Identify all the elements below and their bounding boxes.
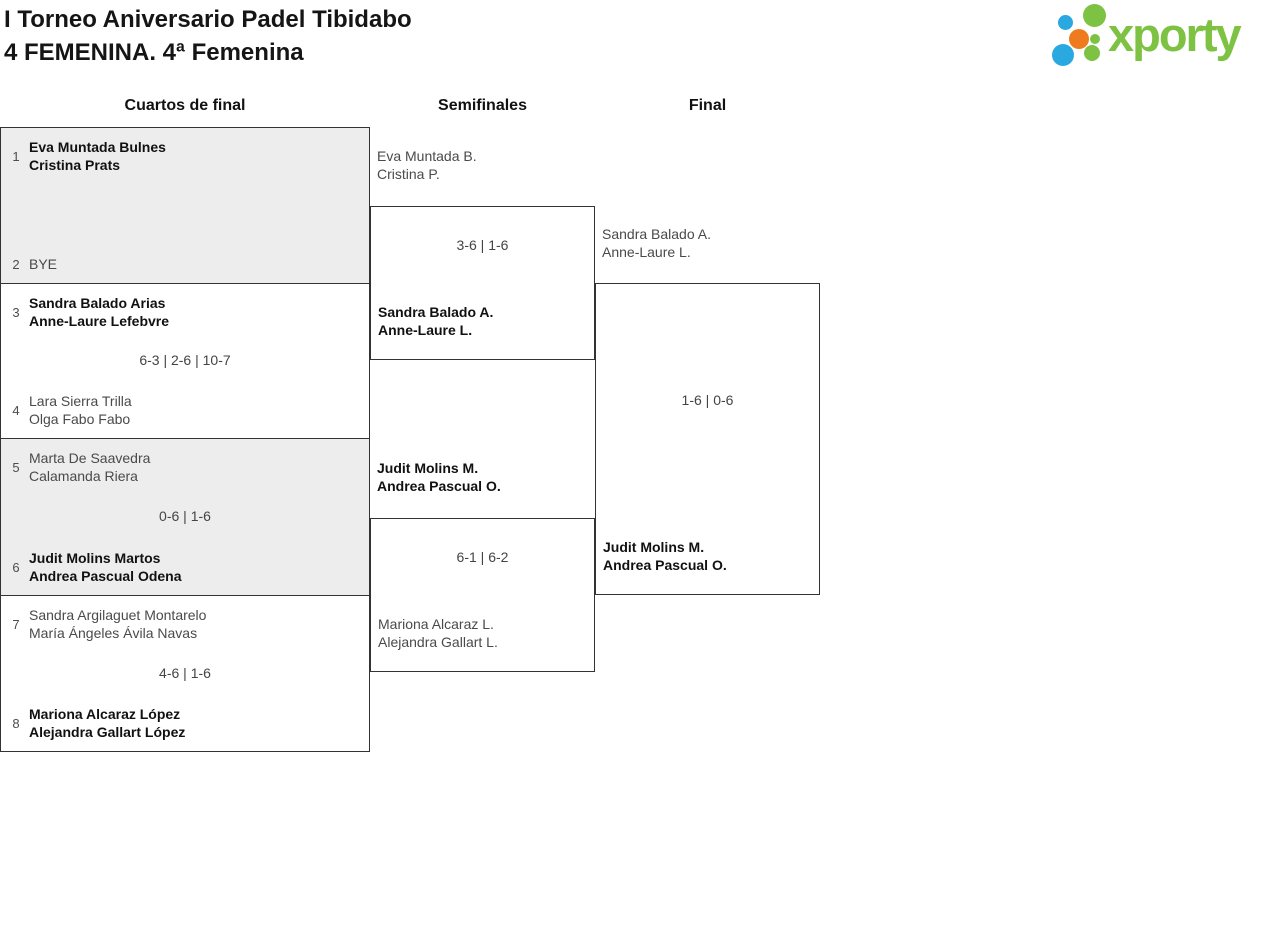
seed-number: 8 bbox=[12, 715, 20, 731]
team-names: Sandra Balado Arias Anne-Laure Lefebvre bbox=[29, 294, 169, 330]
team: 2 BYE bbox=[9, 255, 361, 273]
player-name: Eva Muntada B. bbox=[377, 148, 477, 164]
match-score: 6-3 | 2-6 | 10-7 bbox=[139, 352, 231, 368]
team-names: Eva Muntada Bulnes Cristina Prats bbox=[29, 138, 166, 174]
match-score: 1-6 | 0-6 bbox=[681, 392, 734, 408]
player-name: Judit Molins M. bbox=[377, 460, 479, 476]
match-score: 6-1 | 6-2 bbox=[456, 549, 509, 565]
team: 4 Lara Sierra Trilla Olga Fabo Fabo bbox=[9, 392, 361, 428]
sf2-team1-names: Judit Molins M. Andrea Pascual O. bbox=[377, 459, 587, 495]
player-name: Anne-Laure L. bbox=[602, 244, 691, 260]
round-header-semifinals: Semifinales bbox=[438, 97, 527, 114]
player-name: Mariona Alcaraz L. bbox=[378, 616, 494, 632]
sf2-team2-names: Mariona Alcaraz L. Alejandra Gallart L. bbox=[378, 615, 590, 651]
team: 6 Judit Molins Martos Andrea Pascual Ode… bbox=[9, 549, 361, 585]
round-header-quarterfinals: Cuartos de final bbox=[124, 97, 246, 114]
team: 7 Sandra Argilaguet Montarelo María Ánge… bbox=[9, 606, 361, 642]
seed-number: 3 bbox=[12, 304, 20, 320]
player-name: María Ángeles Ávila Navas bbox=[29, 625, 198, 641]
player-name: Alejandra Gallart L. bbox=[378, 634, 498, 650]
seed-number: 6 bbox=[12, 559, 20, 575]
category-name: 4 FEMENINA. 4ª Femenina bbox=[4, 39, 304, 66]
player-name: Lara Sierra Trilla bbox=[29, 393, 132, 409]
sf-match-2: 6-1 | 6-2 Mariona Alcaraz L. Alejandra G… bbox=[370, 518, 595, 672]
qf-match-4: 7 Sandra Argilaguet Montarelo María Ánge… bbox=[1, 595, 369, 751]
logo-dot-green-small bbox=[1084, 45, 1100, 61]
quarterfinals-column: 1 Eva Muntada Bulnes Cristina Prats 2 BY… bbox=[0, 127, 370, 752]
team: 8 Mariona Alcaraz López Alejandra Gallar… bbox=[9, 705, 361, 741]
team: 5 Marta De Saavedra Calamanda Riera bbox=[9, 449, 361, 485]
player-name: Mariona Alcaraz López bbox=[29, 706, 181, 722]
player-name: Anne-Laure Lefebvre bbox=[29, 313, 170, 329]
seed-number: 2 bbox=[12, 256, 20, 272]
team-names: Marta De Saavedra Calamanda Riera bbox=[29, 449, 150, 485]
player-name: Eva Muntada Bulnes bbox=[29, 139, 166, 155]
logo-dot-green-large bbox=[1083, 4, 1106, 27]
player-name: Andrea Pascual Odena bbox=[29, 568, 182, 584]
qf-match-2: 3 Sandra Balado Arias Anne-Laure Lefebvr… bbox=[1, 283, 369, 438]
qf-match-3: 5 Marta De Saavedra Calamanda Riera 0-6 … bbox=[1, 438, 369, 595]
player-name: Sandra Balado A. bbox=[602, 226, 711, 242]
final-team2-names: Judit Molins M. Andrea Pascual O. bbox=[603, 538, 815, 574]
round-header-final: Final bbox=[688, 97, 727, 114]
final-team1-names: Sandra Balado A. Anne-Laure L. bbox=[602, 225, 812, 261]
logo-wordmark: xporty bbox=[1108, 8, 1242, 61]
player-name: Andrea Pascual O. bbox=[603, 557, 727, 573]
player-name: Sandra Balado A. bbox=[378, 304, 494, 320]
player-name: Calamanda Riera bbox=[29, 468, 138, 484]
team-names: BYE bbox=[29, 255, 57, 273]
sf-match-1: 3-6 | 1-6 Sandra Balado A. Anne-Laure L. bbox=[370, 206, 595, 360]
match-score: 4-6 | 1-6 bbox=[159, 664, 211, 681]
team: 1 Eva Muntada Bulnes Cristina Prats bbox=[9, 138, 361, 174]
sf1-team1-names: Eva Muntada B. Cristina P. bbox=[377, 147, 587, 183]
logo-dot-green-tiny bbox=[1090, 34, 1100, 44]
qf-match-1: 1 Eva Muntada Bulnes Cristina Prats 2 BY… bbox=[1, 128, 369, 283]
seed-number: 1 bbox=[12, 148, 20, 164]
seed-number: 7 bbox=[12, 616, 20, 632]
player-name: Judit Molins Martos bbox=[29, 550, 161, 566]
player-name: BYE bbox=[29, 256, 58, 272]
player-name: Anne-Laure L. bbox=[378, 322, 473, 338]
player-name: Cristina Prats bbox=[29, 157, 121, 173]
match-score: 3-6 | 1-6 bbox=[456, 237, 509, 253]
team-names: Judit Molins Martos Andrea Pascual Odena bbox=[29, 549, 182, 585]
team-names: Lara Sierra Trilla Olga Fabo Fabo bbox=[29, 392, 132, 428]
player-name: Olga Fabo Fabo bbox=[29, 411, 131, 427]
final-match: 1-6 | 0-6 Judit Molins M. Andrea Pascual… bbox=[595, 283, 820, 595]
team-names: Mariona Alcaraz López Alejandra Gallart … bbox=[29, 705, 185, 741]
team: 3 Sandra Balado Arias Anne-Laure Lefebvr… bbox=[9, 294, 361, 330]
player-name: Marta De Saavedra bbox=[29, 450, 151, 466]
player-name: Cristina P. bbox=[377, 166, 440, 182]
player-name: Sandra Argilaguet Montarelo bbox=[29, 607, 207, 623]
tournament-name: I Torneo Aniversario Padel Tibidabo bbox=[4, 6, 412, 33]
match-score: 0-6 | 1-6 bbox=[159, 508, 211, 524]
team-names: Sandra Argilaguet Montarelo María Ángele… bbox=[29, 606, 206, 642]
seed-number: 5 bbox=[12, 459, 20, 475]
player-name: Sandra Balado Arias bbox=[29, 295, 166, 311]
player-name: Judit Molins M. bbox=[603, 539, 705, 555]
sf1-team2-names: Sandra Balado A. Anne-Laure L. bbox=[378, 303, 590, 339]
player-name: Alejandra Gallart López bbox=[29, 724, 186, 740]
logo-dot-blue-small bbox=[1058, 15, 1073, 30]
logo-dot-orange bbox=[1069, 29, 1089, 49]
seed-number: 4 bbox=[12, 402, 20, 418]
logo-dot-blue-large bbox=[1052, 44, 1074, 66]
player-name: Andrea Pascual O. bbox=[377, 478, 501, 494]
page-title: I Torneo Aniversario Padel Tibidabo 4 FE… bbox=[4, 3, 412, 69]
